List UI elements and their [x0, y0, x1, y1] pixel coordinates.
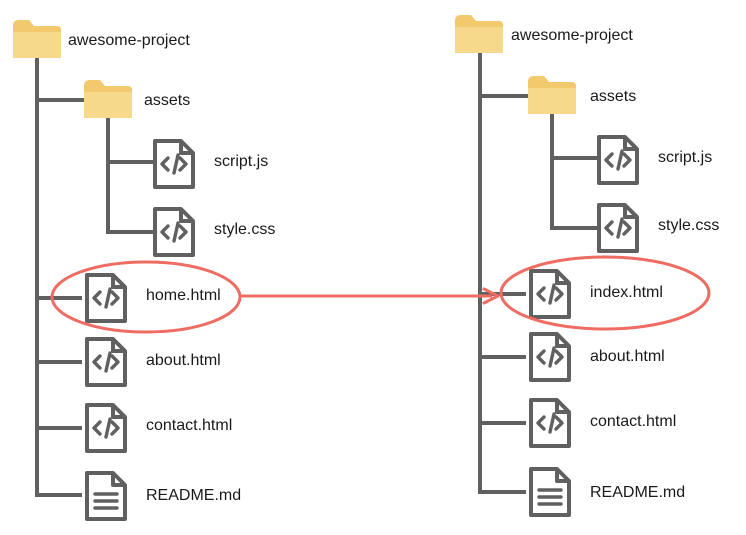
code-file-icon — [597, 203, 639, 253]
left-file-about-html[interactable]: about.html — [85, 337, 221, 387]
rename-highlight — [50, 255, 711, 334]
left-style-label: style.css — [214, 221, 275, 238]
rename-arrow-head — [482, 287, 500, 305]
folder-icon — [528, 76, 576, 114]
right-readme-label: README.md — [590, 484, 685, 501]
right-root-label: awesome-project — [511, 27, 633, 44]
right-tree: awesome-project assets script.js style.c… — [455, 15, 719, 517]
code-file-icon — [597, 135, 639, 185]
left-file-style-css[interactable]: style.css — [153, 207, 275, 257]
left-home-label: home.html — [146, 287, 221, 304]
right-root-folder[interactable]: awesome-project — [455, 15, 633, 53]
right-file-contact-html[interactable]: contact.html — [529, 398, 676, 448]
highlight-ellipse-index — [499, 255, 711, 331]
folder-icon — [455, 15, 503, 53]
left-contact-label: contact.html — [146, 417, 232, 434]
code-file-icon — [529, 269, 571, 319]
right-file-script-js[interactable]: script.js — [597, 135, 712, 185]
right-file-index-html[interactable]: index.html — [529, 269, 663, 319]
right-index-label: index.html — [590, 284, 663, 301]
right-assets-folder[interactable]: assets — [528, 76, 636, 114]
text-file-icon — [529, 467, 571, 517]
code-file-icon — [529, 332, 571, 382]
code-file-icon — [153, 139, 195, 189]
left-tree-lines — [35, 56, 154, 497]
left-assets-label: assets — [144, 92, 190, 109]
code-file-icon — [85, 273, 127, 323]
folder-icon — [13, 20, 61, 58]
left-tree: awesome-project assets script.js style.c… — [13, 20, 275, 521]
right-file-about-html[interactable]: about.html — [529, 332, 665, 382]
right-tree-lines — [478, 52, 598, 494]
code-file-icon — [85, 403, 127, 453]
text-file-icon — [85, 471, 127, 521]
left-file-readme-md[interactable]: README.md — [85, 471, 241, 521]
left-script-label: script.js — [214, 153, 268, 170]
code-file-icon — [153, 207, 195, 257]
left-readme-label: README.md — [146, 487, 241, 504]
right-contact-label: contact.html — [590, 413, 676, 430]
right-style-label: style.css — [658, 217, 719, 234]
left-assets-folder[interactable]: assets — [84, 80, 190, 118]
code-file-icon — [529, 398, 571, 448]
left-file-script-js[interactable]: script.js — [153, 139, 268, 189]
left-about-label: about.html — [146, 352, 221, 369]
left-root-label: awesome-project — [68, 32, 190, 49]
right-about-label: about.html — [590, 348, 665, 365]
right-file-style-css[interactable]: style.css — [597, 203, 719, 253]
left-file-home-html[interactable]: home.html — [85, 273, 221, 323]
right-file-readme-md[interactable]: README.md — [529, 467, 685, 517]
left-root-folder[interactable]: awesome-project — [13, 20, 190, 58]
left-file-contact-html[interactable]: contact.html — [85, 403, 232, 453]
right-assets-label: assets — [590, 88, 636, 105]
folder-icon — [84, 80, 132, 118]
right-script-label: script.js — [658, 149, 712, 166]
code-file-icon — [85, 337, 127, 387]
